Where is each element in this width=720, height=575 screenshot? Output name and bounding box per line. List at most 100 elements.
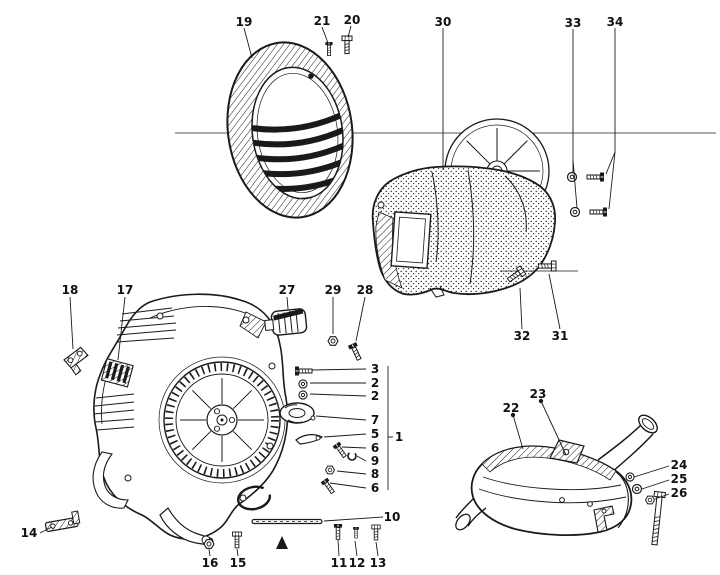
- cylinder-fins: [93, 307, 177, 431]
- bracket-17: [100, 358, 134, 388]
- leader-27: [286, 296, 289, 310]
- shroud-window: [390, 211, 432, 270]
- leader-11: [337, 539, 340, 557]
- leader-12: [354, 540, 358, 557]
- engine-crankcase-drawing: [92, 293, 289, 546]
- callout-7: 7: [371, 413, 379, 427]
- callout-23: 23: [530, 387, 547, 401]
- callout-18: 18: [62, 283, 79, 297]
- leader-34c: [608, 151, 616, 210]
- leader-15: [236, 548, 239, 557]
- callout-10: 10: [384, 510, 401, 524]
- callout-32: 32: [514, 329, 531, 343]
- bolt-20: [341, 35, 353, 55]
- shroud-duct: [375, 211, 403, 289]
- leader-7: [315, 415, 367, 421]
- nut-29: [327, 336, 339, 346]
- leader-dot-22: [510, 412, 516, 418]
- nut-16: [203, 539, 215, 549]
- leader-28: [355, 296, 366, 342]
- leader-5: [323, 433, 367, 438]
- callout-15: 15: [230, 556, 247, 570]
- cover-rivet: [308, 73, 314, 79]
- nut-8: [325, 465, 335, 475]
- shroud-fasteners-33-34: [566, 171, 608, 218]
- circlip: [236, 485, 272, 511]
- callout-16: 16: [202, 556, 219, 570]
- leader-25: [641, 479, 670, 490]
- leader-33b: [572, 159, 578, 209]
- hardware-group-1-10: [203, 366, 381, 549]
- screw-3: [294, 366, 313, 376]
- nut-26: [645, 495, 655, 505]
- screw-6a: [332, 441, 349, 460]
- part-27: [264, 308, 308, 336]
- washer-2b: [298, 390, 308, 400]
- callout-33: 33: [565, 16, 582, 30]
- pulley-7: [279, 402, 316, 424]
- leader-19: [243, 27, 253, 59]
- callout-13: 13: [370, 556, 387, 570]
- leader-17: [117, 296, 126, 361]
- leader-9: [356, 455, 367, 462]
- callout-21: 21: [314, 14, 331, 28]
- washer-24: [625, 472, 635, 482]
- leader-lines: [39, 25, 670, 557]
- leader-22: [512, 414, 524, 450]
- leader-26: [654, 493, 670, 500]
- fan-shroud-drawing: [371, 165, 556, 298]
- callout-6a: 6: [371, 441, 379, 455]
- washer-2a: [298, 379, 308, 389]
- callout-34: 34: [607, 15, 624, 29]
- callout-17: 17: [117, 283, 134, 297]
- callout-11: 11: [331, 556, 348, 570]
- leader-18: [69, 296, 74, 350]
- leader-21: [321, 26, 329, 44]
- leader-16: [208, 548, 211, 557]
- callout-8: 8: [371, 467, 379, 481]
- leader-20: [347, 25, 352, 38]
- pawl-5: [295, 434, 324, 445]
- callout-9: 9: [371, 454, 379, 468]
- leader-23: [540, 400, 567, 456]
- callout-2b: 2: [371, 389, 379, 403]
- callout-2a: 2: [371, 376, 379, 390]
- callout-22: 22: [503, 401, 520, 415]
- leader-13: [375, 541, 379, 557]
- pin-12: [352, 526, 360, 539]
- leader-10: [323, 516, 384, 522]
- leader-3: [311, 368, 367, 371]
- callout-5: 5: [371, 427, 379, 441]
- leader-32: [519, 287, 523, 330]
- leader-2b: [309, 393, 367, 397]
- case-arm: [92, 451, 129, 509]
- bolt-15: [232, 531, 242, 549]
- fan-cover-drawing: [226, 41, 354, 219]
- l-bracket: [593, 505, 615, 533]
- bolt-13: [371, 524, 381, 541]
- screw-6b: [320, 477, 337, 496]
- callout-27: 27: [279, 283, 296, 297]
- callout-30: 30: [435, 15, 452, 29]
- callout-31: 31: [552, 329, 569, 343]
- callout-19: 19: [236, 15, 253, 29]
- washer-25: [631, 483, 643, 495]
- leader-14: [39, 526, 53, 534]
- muffler-hardware: [593, 472, 667, 546]
- screw-21: [324, 41, 334, 56]
- leader-6b: [329, 482, 367, 489]
- crankcase-flywheel: [158, 356, 286, 484]
- callout-labels: 19 21 20 30 33 34 18 17 27 29 28 32 31 3…: [21, 13, 688, 570]
- leader-6a: [341, 446, 367, 449]
- callout-6b: 6: [371, 481, 379, 495]
- screw-11: [333, 523, 343, 540]
- muffler-drawing: [455, 414, 658, 537]
- leader-34b: [605, 151, 616, 175]
- callout-26: 26: [671, 486, 688, 500]
- callout-1: 1: [395, 430, 403, 444]
- screw-28: [347, 341, 364, 362]
- callout-25: 25: [671, 472, 688, 486]
- leader-31: [548, 273, 561, 330]
